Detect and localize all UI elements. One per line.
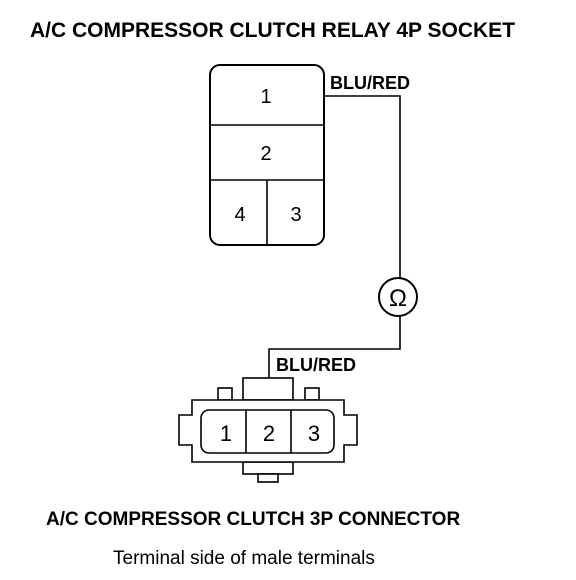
relay-wire-label: BLU/RED [330,73,410,93]
connector-title: A/C COMPRESSOR CLUTCH 3P CONNECTOR [46,509,460,530]
connector-terminal-3: 3 [308,421,320,446]
relay-terminal-1: 1 [260,86,271,108]
relay-socket: 1 2 4 3 [209,64,325,246]
relay-socket-title: A/C COMPRESSOR CLUTCH RELAY 4P SOCKET [30,19,515,42]
connector-wire-label: BLU/RED [276,355,356,375]
ohm-symbol: Ω [389,285,407,312]
connector-3p [178,377,358,483]
relay-wire [324,95,401,278]
relay-terminal-3: 3 [290,204,301,226]
connector-subtitle: Terminal side of male terminals [113,548,375,569]
relay-terminal-4: 4 [234,204,245,226]
connector-terminal-2: 2 [263,421,275,446]
relay-terminal-2: 2 [260,143,271,165]
connector-terminal-1: 1 [220,421,232,446]
ohmmeter-icon: Ω [378,277,418,317]
